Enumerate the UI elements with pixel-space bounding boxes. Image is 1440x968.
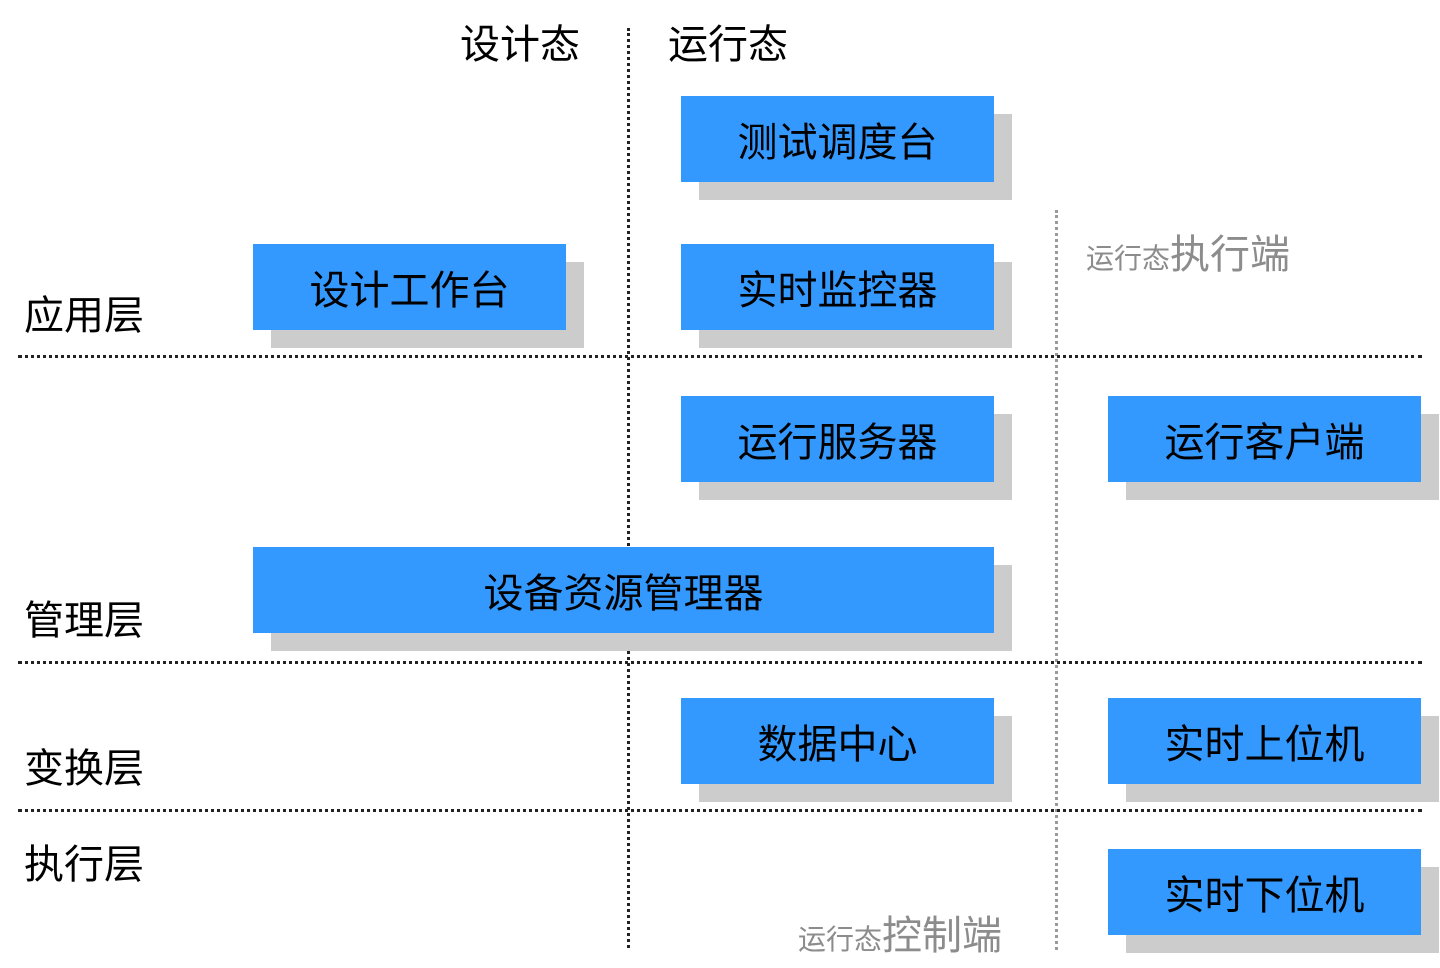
node-design-workbench[interactable]: 设计工作台 <box>253 244 584 348</box>
node-run-server[interactable]: 运行服务器 <box>681 396 1012 500</box>
layer-label-execution: 执行层 <box>24 842 144 888</box>
layer-label-management: 管理层 <box>24 598 144 644</box>
node-data-center[interactable]: 数据中心 <box>681 698 1012 802</box>
design-column-header: 设计态 <box>460 22 580 68</box>
node-run-client[interactable]: 运行客户端 <box>1108 396 1439 500</box>
zone-label-main: 执行端 <box>1170 232 1291 278</box>
application-management-divider <box>18 355 1422 358</box>
node-label: 实时监控器 <box>681 244 994 330</box>
node-device-resource-manager[interactable]: 设备资源管理器 <box>253 547 1012 651</box>
zone-label-prefix: 运行态 <box>1086 242 1171 275</box>
runtime-column-header: 运行态 <box>668 22 788 68</box>
node-realtime-upper[interactable]: 实时上位机 <box>1108 698 1439 802</box>
node-label: 实时下位机 <box>1108 849 1421 935</box>
node-test-console[interactable]: 测试调度台 <box>681 96 1012 200</box>
node-label: 实时上位机 <box>1108 698 1421 784</box>
node-label: 设备资源管理器 <box>253 547 994 633</box>
control-exec-divider <box>1055 210 1058 950</box>
zone-label-prefix: 运行态 <box>798 923 883 956</box>
zone-label-runtime-control: 运行态控制端 <box>798 903 1002 961</box>
node-label: 运行客户端 <box>1108 396 1421 482</box>
node-label: 测试调度台 <box>681 96 994 182</box>
zone-label-runtime-exec: 运行态执行端 <box>1086 222 1290 280</box>
node-realtime-monitor[interactable]: 实时监控器 <box>681 244 1012 348</box>
node-label: 设计工作台 <box>253 244 566 330</box>
zone-label-main: 控制端 <box>882 913 1003 959</box>
transform-execution-divider <box>18 809 1422 812</box>
node-realtime-lower[interactable]: 实时下位机 <box>1108 849 1439 953</box>
node-label: 运行服务器 <box>681 396 994 482</box>
design-runtime-divider <box>627 28 630 948</box>
management-transform-divider <box>18 661 1422 664</box>
node-label: 数据中心 <box>681 698 994 784</box>
layer-label-application: 应用层 <box>24 293 144 339</box>
layer-label-transform: 变换层 <box>24 746 144 792</box>
